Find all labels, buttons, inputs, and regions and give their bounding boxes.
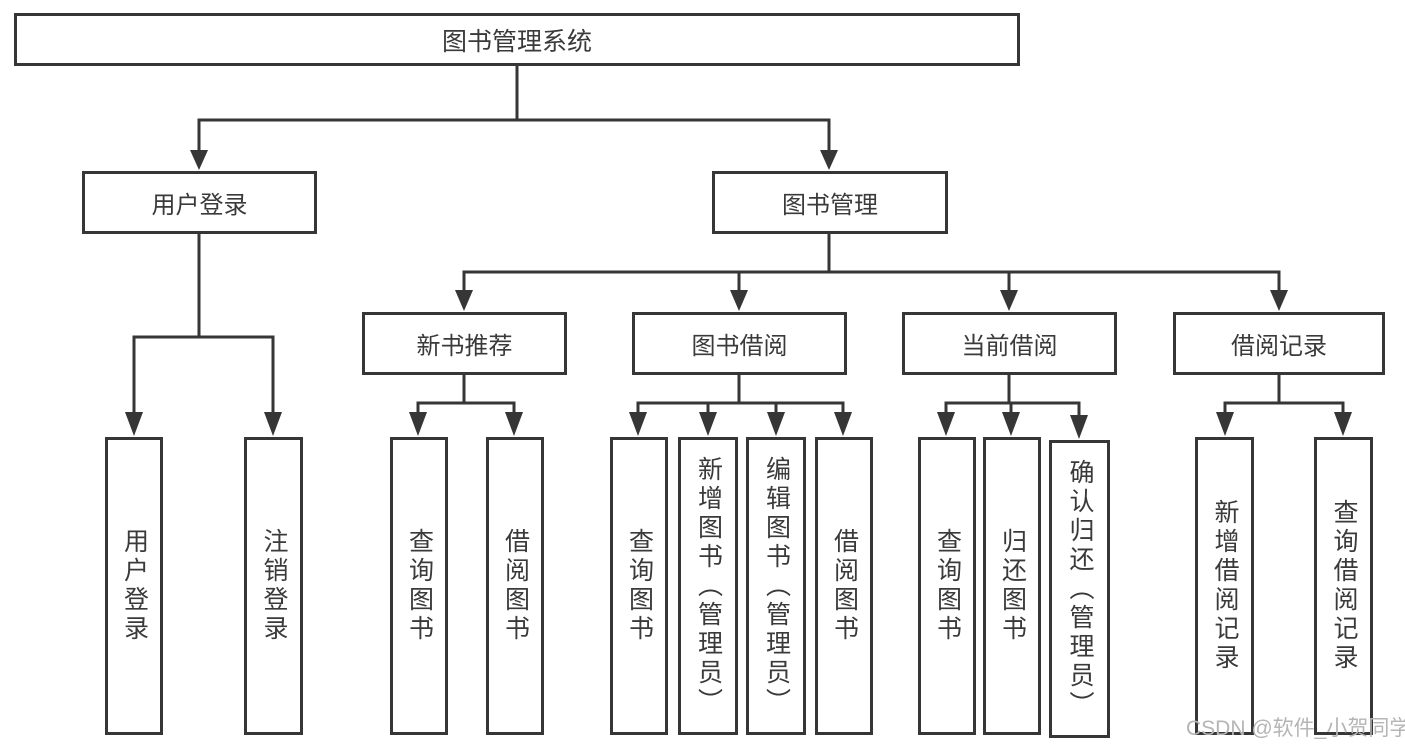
node-library-system: 图书管理系统: [14, 13, 1020, 66]
leaf-edit-book-admin: 编辑图书（管理员）: [746, 437, 806, 735]
leaf-return-books: 归还图书: [983, 437, 1041, 735]
node-book-management: 图书管理: [712, 171, 948, 234]
node-user-login: 用户登录: [82, 171, 317, 234]
leaf-add-book-admin: 新增图书（管理员）: [678, 437, 738, 735]
leaf-borrow-books: 借阅图书: [815, 437, 873, 735]
node-book-borrowing: 图书借阅: [632, 312, 847, 375]
node-current-borrowing: 当前借阅: [902, 312, 1117, 375]
leaf-confirm-return-admin: 确认归还（管理员）: [1049, 440, 1110, 738]
leaf-query-books-current: 查询图书: [918, 437, 976, 735]
node-borrowing-records: 借阅记录: [1173, 312, 1385, 375]
leaf-logout: 注销登录: [244, 437, 303, 735]
leaf-query-borrow-record: 查询借阅记录: [1314, 437, 1373, 735]
leaf-query-books-borrow: 查询图书: [610, 437, 668, 735]
leaf-user-login: 用户登录: [105, 437, 163, 735]
node-new-book-recommendation: 新书推荐: [362, 312, 567, 375]
leaf-query-books-recommend: 查询图书: [390, 437, 448, 735]
leaf-borrow-books-recommend: 借阅图书: [486, 437, 544, 735]
csdn-watermark: CSDN @软件_小贺同学: [1186, 717, 1405, 740]
leaf-add-borrow-record: 新增借阅记录: [1195, 437, 1254, 735]
